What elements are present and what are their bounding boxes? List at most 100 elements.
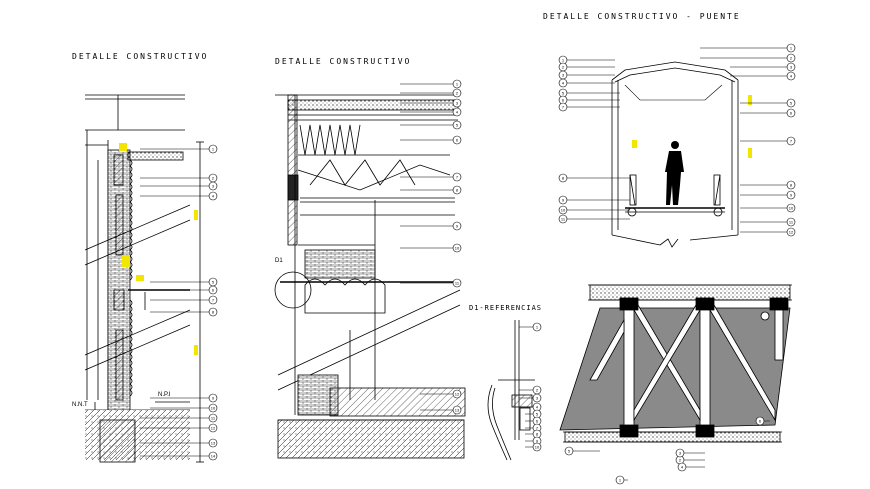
svg-text:12: 12 (211, 426, 216, 431)
svg-text:6: 6 (790, 111, 793, 116)
svg-text:1: 1 (562, 58, 565, 63)
svg-text:6: 6 (456, 138, 459, 143)
svg-text:2: 2 (790, 56, 793, 61)
svg-text:8: 8 (562, 176, 565, 181)
svg-text:1: 1 (790, 46, 793, 51)
svg-text:9: 9 (790, 193, 793, 198)
callout-bridge_right-9: 9 (740, 190, 796, 200)
svg-text:10: 10 (455, 246, 460, 251)
svg-text:1: 1 (212, 147, 215, 152)
svg-text:9: 9 (456, 224, 459, 229)
svg-text:4: 4 (562, 81, 565, 86)
callout-detail_2-1: 1 (400, 79, 462, 89)
svg-text:4: 4 (681, 465, 684, 470)
svg-text:7: 7 (456, 175, 459, 180)
callout-plan-6: 6 (755, 416, 770, 426)
svg-text:6: 6 (562, 98, 565, 103)
label-npi: N.P.I (158, 392, 171, 398)
callout-layer: 1234567891011121314123456789101112131234… (140, 43, 796, 485)
svg-text:7: 7 (790, 139, 793, 144)
callout-detail_2-13: 13 (420, 405, 462, 415)
svg-text:11: 11 (789, 220, 794, 225)
callout-bridge_left-4: 4 (558, 78, 615, 88)
svg-text:1: 1 (536, 325, 539, 330)
callout-bridge_left-9: 9 (558, 195, 630, 205)
callout-detail_1-4: 4 (140, 191, 218, 201)
callout-bridge_left-11: 11 (558, 214, 630, 224)
callout-detail_2-10: 10 (400, 243, 462, 253)
svg-text:12: 12 (455, 392, 460, 397)
callout-detail_1-8: 8 (150, 307, 218, 317)
callout-detail_1-6: 6 (150, 285, 218, 295)
svg-text:12: 12 (789, 230, 794, 235)
callout-bridge_right-4: 4 (730, 71, 796, 81)
callout-bridge_left-5: 5 (558, 88, 620, 98)
callout-references-8: 8 (525, 429, 542, 439)
callout-bridge_left-8: 8 (558, 173, 630, 183)
svg-text:5: 5 (456, 123, 459, 128)
svg-text:2: 2 (562, 65, 565, 70)
callout-bridge_left-3: 3 (558, 70, 615, 80)
svg-text:4: 4 (456, 110, 459, 115)
svg-text:2: 2 (456, 91, 459, 96)
callout-detail_1-13: 13 (140, 438, 218, 448)
svg-text:6: 6 (536, 419, 539, 424)
svg-text:8: 8 (790, 183, 793, 188)
svg-text:7: 7 (536, 426, 539, 431)
svg-text:8: 8 (456, 188, 459, 193)
callout-detail_1-14: 14 (140, 451, 218, 461)
svg-text:2: 2 (212, 176, 215, 181)
callout-detail_2-9: 9 (400, 221, 462, 231)
svg-text:5: 5 (536, 412, 539, 417)
callout-detail_1-7: 7 (150, 295, 218, 305)
svg-text:7: 7 (562, 105, 565, 110)
callout-detail_2-6: 6 (400, 135, 462, 145)
detail-2-section (274, 94, 466, 459)
svg-text:5: 5 (562, 91, 565, 96)
svg-text:3: 3 (562, 73, 565, 78)
callout-detail_2-5: 5 (400, 120, 462, 130)
svg-text:3: 3 (212, 184, 215, 189)
svg-text:1: 1 (619, 478, 622, 483)
references-detail (487, 320, 535, 461)
callout-detail_1-5: 5 (150, 277, 218, 287)
svg-text:13: 13 (211, 441, 216, 446)
callout-detail_2-11: 11 (400, 278, 462, 288)
callout-bridge_left-1: 1 (558, 55, 615, 65)
svg-text:3: 3 (456, 101, 459, 106)
callout-detail_2-12: 12 (420, 389, 462, 399)
callout-references-2: 2 (519, 385, 542, 395)
callout-bridge_left-7: 7 (558, 102, 620, 112)
callout-detail_2-2: 2 (400, 88, 462, 98)
callout-plan-4: 4 (677, 462, 705, 472)
callout-detail_2-8: 8 (400, 185, 462, 195)
bridge-plan (559, 284, 792, 443)
svg-text:4: 4 (212, 194, 215, 199)
svg-text:5: 5 (212, 280, 215, 285)
callout-detail_2-3: 3 (400, 98, 462, 108)
callout-detail_1-11: 11 (140, 413, 218, 423)
bridge-section (611, 61, 752, 248)
svg-text:11: 11 (211, 416, 216, 421)
callout-bridge_right-10: 10 (740, 203, 796, 213)
person-figure (665, 141, 684, 205)
callout-detail_1-9: 9 (150, 393, 218, 403)
title-detail-bridge: DETALLE CONSTRUCTIVO - PUENTE (543, 12, 741, 21)
callout-plan-1: 1 (615, 475, 628, 485)
svg-text:2: 2 (536, 388, 539, 393)
svg-text:11: 11 (561, 217, 566, 222)
callout-bridge_right-5: 5 (740, 98, 796, 108)
title-detail-1: DETALLE CONSTRUCTIVO (72, 52, 209, 61)
svg-text:8: 8 (536, 432, 539, 437)
svg-text:10: 10 (561, 208, 566, 213)
callout-bridge_right-11: 11 (740, 217, 796, 227)
svg-text:14: 14 (211, 454, 216, 459)
callout-detail_2-7: 7 (400, 172, 462, 182)
callout-bridge_right-7: 7 (740, 136, 796, 146)
svg-text:6: 6 (759, 419, 762, 424)
callout-references-1: 1 (519, 322, 542, 332)
callout-detail_1-2: 2 (140, 173, 218, 183)
svg-text:3: 3 (679, 451, 682, 456)
